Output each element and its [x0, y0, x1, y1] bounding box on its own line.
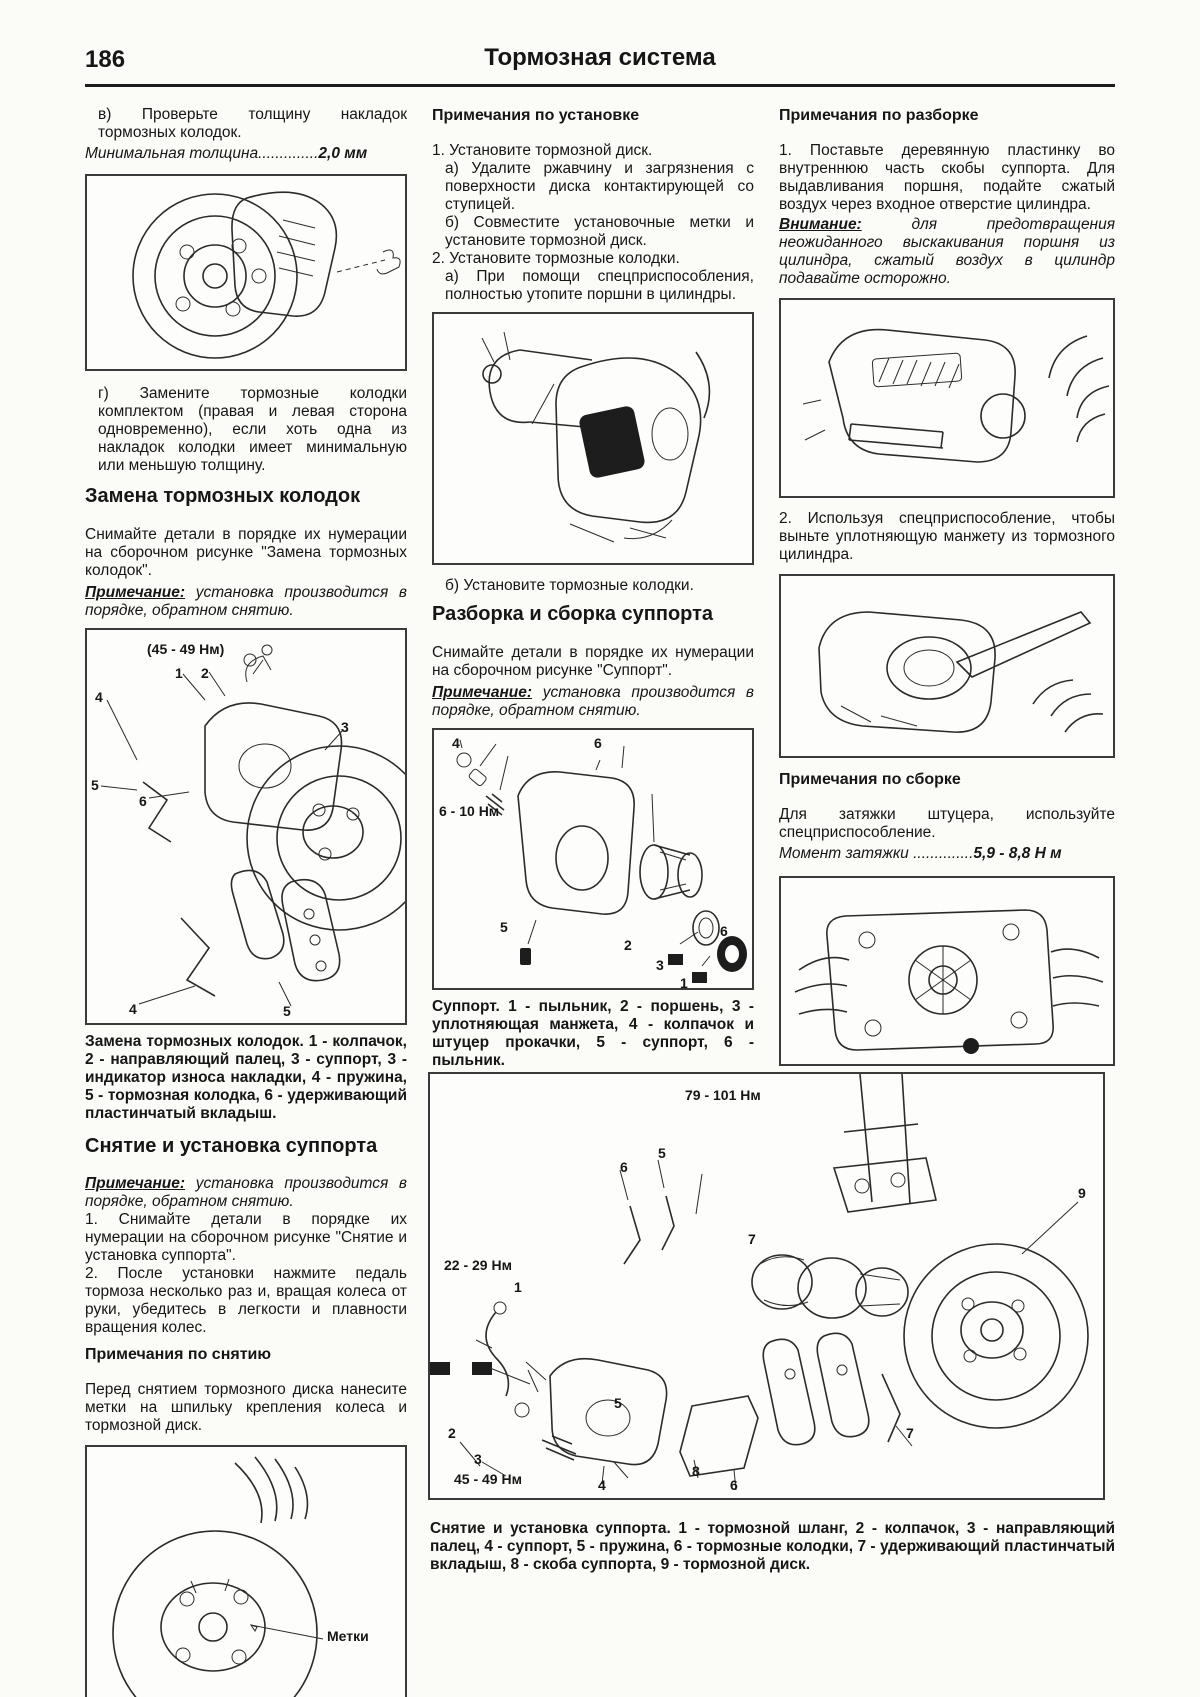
figure-piston-tool: [432, 312, 754, 565]
torque-label: 6 - 10 Нм: [439, 802, 500, 819]
caption-pads-exploded: Замена тормозных колодок. 1 - колпачок, …: [85, 1032, 407, 1122]
caption-caliper-assembly: Снятие и установка суппорта. 1 - тормозн…: [430, 1520, 1115, 1573]
paragraph-disassembly-2: 2. Используя спецприспособление, чтобы в…: [779, 510, 1115, 563]
part-number: 4: [129, 1000, 137, 1017]
paragraph-overhaul-intro: Снимайте детали в порядке их нумерации н…: [432, 643, 754, 679]
page-title: Тормозная система: [484, 44, 716, 71]
heading-caliper-overhaul: Разборка и сборка суппорта: [432, 603, 714, 625]
paragraph-removal-note: Перед снятием тормозного диска нанесите …: [85, 1381, 407, 1435]
marks-label: Метки: [327, 1628, 369, 1645]
right-column: Примечания по разборке 1. Поставьте дере…: [779, 106, 1115, 1066]
union-tightening-illustration: [794, 909, 1104, 1054]
paragraph-disassembly-1: 1. Поставьте деревянную пластинку во вну…: [779, 142, 1115, 213]
paragraph-removal-step2: 2. После установки нажмите педаль тормоз…: [85, 1265, 407, 1337]
part-number: 9: [1078, 1185, 1086, 1201]
figure-disc-marks: Метки: [85, 1445, 407, 1697]
part-number: 3: [474, 1451, 482, 1467]
part-number: 3: [341, 718, 349, 735]
part-number: 5: [283, 1002, 291, 1019]
paragraph-install-1a: а) Удалите ржавчину и загрязнения с пове…: [445, 160, 754, 213]
paragraph-install-2b: б) Установите тормозные колодки.: [445, 577, 694, 594]
figure-union-tightening: [779, 876, 1115, 1066]
page-number: 186: [85, 46, 126, 73]
part-number: 1: [514, 1279, 522, 1295]
part-number: 4: [452, 734, 460, 751]
warning-note: Внимание: для предотвращения неожиданног…: [779, 216, 1115, 287]
piston-tool-illustration: [481, 331, 711, 543]
part-number: 5: [614, 1395, 622, 1411]
seal-removal-illustration: [818, 611, 1104, 733]
torque-label: 79 - 101 Нм: [685, 1087, 761, 1103]
part-number: 5: [91, 776, 99, 793]
brake-disc-illustration: [132, 191, 401, 359]
wooden-plate-illustration: [802, 328, 1110, 463]
caliper-assembly-illustration: [430, 1074, 1089, 1491]
part-number: 8: [692, 1463, 700, 1479]
figure-brake-disc-check: [85, 174, 407, 371]
header-rule: [85, 84, 1115, 87]
paragraph-install-1: 1. Установите тормозной диск.: [432, 142, 653, 159]
paragraph-replace-set: г) Замените тормозные колодки комплектом…: [98, 385, 407, 474]
spec-union-torque: Момент затяжки ..............5,9 - 8,8 Н…: [779, 845, 1062, 862]
note-reverse-order: Примечание: установка производится в пор…: [85, 1175, 407, 1211]
middle-column: Примечания по установке 1. Установите то…: [432, 106, 754, 1070]
part-number: 2: [201, 664, 209, 681]
paragraph-check-thickness: в) Проверьте толщину накладок тормозных …: [98, 106, 407, 141]
note-reverse-order: Примечание: установка производится в пор…: [432, 683, 754, 719]
spec-min-thickness: Минимальная толщина..............2,0 мм: [85, 145, 368, 162]
part-number: 6: [594, 734, 602, 751]
part-number: 6: [730, 1477, 738, 1493]
part-number: 1: [680, 974, 688, 990]
part-number: 7: [906, 1425, 914, 1441]
part-number: 3: [656, 956, 664, 973]
part-number: 5: [500, 918, 508, 935]
part-number: 5: [658, 1145, 666, 1161]
heading-pad-replacement: Замена тормозных колодок: [85, 485, 361, 507]
part-number: 6: [620, 1159, 628, 1175]
paragraph-install-2: 2. Установите тормозные колодки.: [432, 250, 680, 267]
left-column: в) Проверьте толщину накладок тормозных …: [85, 106, 407, 1697]
paragraph-install-1b: б) Совместите установочные метки и устан…: [445, 214, 754, 249]
part-number: 4: [598, 1477, 606, 1493]
caliper-exploded-illustration: [456, 739, 747, 983]
paragraph-install-2a: а) При помощи спецприспособления, полнос…: [445, 268, 754, 303]
heading-removal-notes: Примечания по снятию: [85, 1346, 272, 1364]
paragraph-removal-step1: 1. Снимайте детали в порядке их нумераци…: [85, 1211, 407, 1265]
part-number: 4: [95, 688, 103, 705]
torque-label: 45 - 49 Нм: [454, 1471, 522, 1487]
part-number: 6: [720, 922, 728, 939]
figure-seal-removal: [779, 574, 1115, 758]
heading-install-notes: Примечания по установке: [432, 107, 640, 124]
figure-wooden-plate: [779, 298, 1115, 498]
heading-disassembly-notes: Примечания по разборке: [779, 107, 979, 124]
figure-caliper-exploded: 4 6 6 - 10 Нм 5 2 3 1 6: [432, 727, 754, 990]
torque-label: (45 - 49 Нм): [147, 640, 225, 657]
pads-exploded-illustration: [100, 644, 405, 1006]
figure-caliper-assembly-exploded: 79 - 101 Нм 6 5 9 22 - 29 Нм 1 7 5 2 3 4…: [428, 1072, 1105, 1500]
disc-marks-illustration: [112, 1456, 324, 1697]
paragraph-replace-intro: Снимайте детали в порядке их нумерации н…: [85, 525, 407, 579]
torque-label: 22 - 29 Нм: [444, 1257, 512, 1273]
note-reverse-order: Примечание: установка производится в пор…: [85, 583, 407, 619]
caption-caliper-exploded: Суппорт. 1 - пыльник, 2 - поршень, 3 - у…: [432, 997, 754, 1069]
part-number: 2: [448, 1425, 456, 1441]
figure-pads-exploded: (45 - 49 Нм) 1 2 4 5 6 3 4 5: [85, 627, 407, 1025]
heading-caliper-removal: Снятие и установка суппорта: [85, 1134, 378, 1157]
part-number: 7: [748, 1231, 756, 1247]
paragraph-assembly: Для затяжки штуцера, используйте спецпри…: [779, 806, 1115, 841]
part-number: 6: [139, 792, 147, 809]
part-number: 1: [175, 664, 183, 681]
part-number: 2: [624, 936, 632, 953]
heading-assembly-notes: Примечания по сборке: [779, 771, 961, 788]
